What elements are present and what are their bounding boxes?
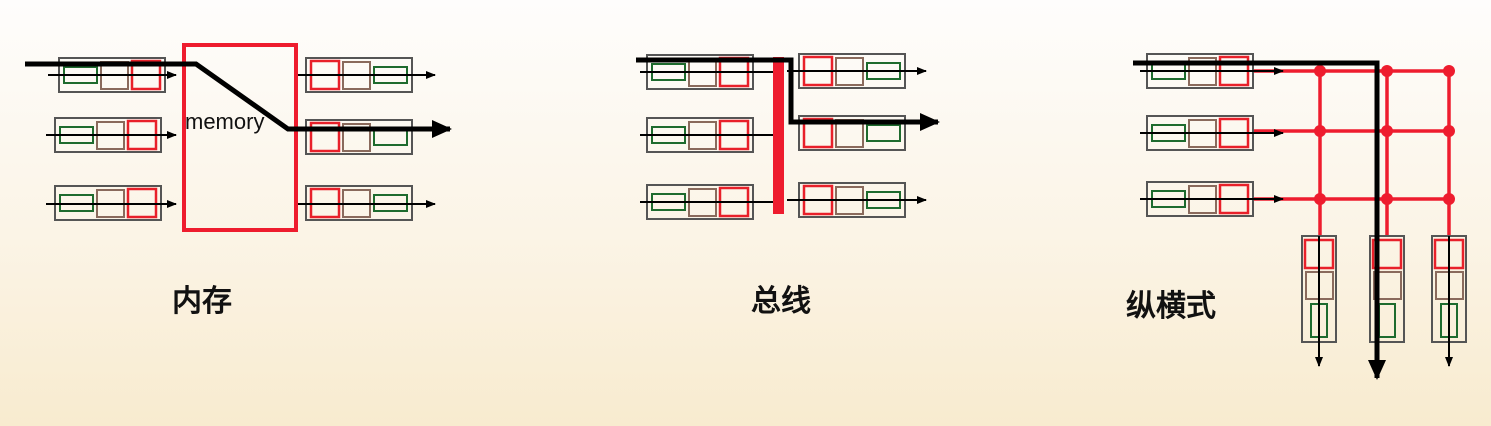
memory-fabric: memory [25,43,452,232]
memory-output-ports [298,56,436,222]
packet-path [25,61,452,138]
crossbar-nodes [1314,65,1455,205]
crossbar-grid [1253,69,1452,237]
memory-input-ports [46,56,177,222]
bus-fabric [636,52,940,221]
memory-box [182,43,298,232]
bus-caption: 总线 [751,284,811,319]
crossbar-fabric [1133,52,1468,380]
packet-path [636,57,940,131]
memory-caption: 内存 [172,284,232,319]
bus-output-ports [787,52,927,219]
packet-path [1133,60,1386,380]
crossbar-output-ports [1300,234,1468,367]
crossbar-caption: 纵横式 [1126,289,1216,324]
memory-label: memory [185,109,264,134]
output-port [304,118,414,156]
crossbar-input-ports [1140,52,1284,218]
bus-input-ports [640,53,774,221]
bus-bar [773,57,784,214]
